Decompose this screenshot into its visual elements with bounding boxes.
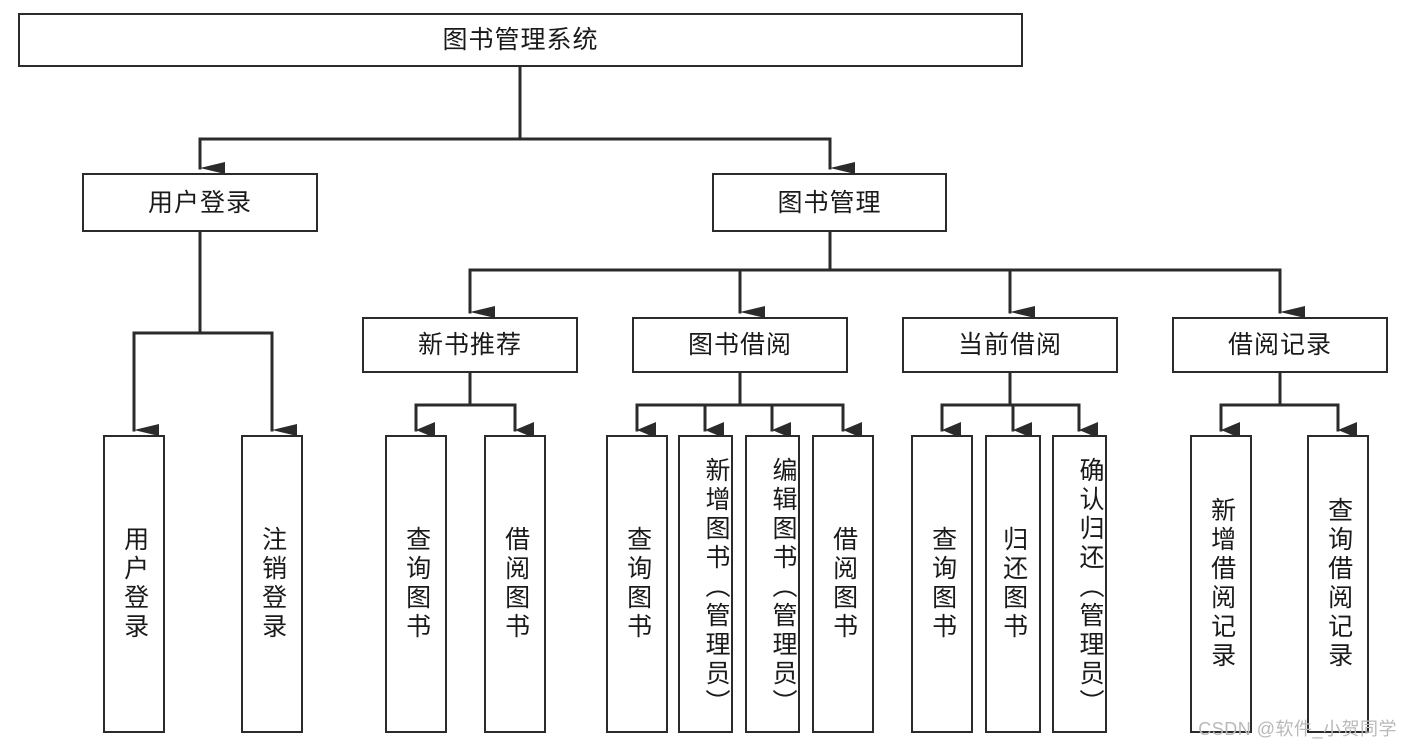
node-leaf-query-borrow-record[interactable]: 查询借阅记录 bbox=[1307, 435, 1369, 733]
node-book-management[interactable]: 图书管理 bbox=[712, 173, 947, 232]
node-leaf-query-book-borrow[interactable]: 查询图书 bbox=[606, 435, 668, 733]
node-new-book-recommend[interactable]: 新书推荐 bbox=[362, 317, 578, 373]
node-leaf-add-book-admin[interactable]: 新增图书（管理员） bbox=[678, 435, 733, 733]
node-leaf-edit-book-admin[interactable]: 编辑图书（管理员） bbox=[745, 435, 800, 733]
node-leaf-query-book-recommend[interactable]: 查询图书 bbox=[385, 435, 447, 733]
node-current-borrow-label: 当前借阅 bbox=[957, 331, 1062, 359]
node-leaf-borrow-book-label: 借阅图书 bbox=[829, 526, 858, 642]
node-leaf-confirm-return-admin[interactable]: 确认归还（管理员） bbox=[1052, 435, 1107, 733]
node-borrow-record[interactable]: 借阅记录 bbox=[1172, 317, 1388, 373]
node-leaf-borrow-book[interactable]: 借阅图书 bbox=[812, 435, 874, 733]
node-leaf-add-borrow-record-label: 新增借阅记录 bbox=[1207, 497, 1236, 671]
node-leaf-logout-login[interactable]: 注销登录 bbox=[241, 435, 303, 733]
node-book-management-label: 图书管理 bbox=[777, 188, 882, 217]
node-leaf-borrow-book-recommend[interactable]: 借阅图书 bbox=[484, 435, 546, 733]
node-leaf-add-book-admin-label: 新增图书（管理员） bbox=[702, 456, 730, 718]
node-leaf-borrow-book-recommend-label: 借阅图书 bbox=[501, 526, 530, 642]
node-leaf-edit-book-admin-label: 编辑图书（管理员） bbox=[769, 456, 797, 718]
node-book-borrow[interactable]: 图书借阅 bbox=[632, 317, 848, 373]
node-leaf-query-book-borrow-label: 查询图书 bbox=[623, 526, 652, 642]
node-user-login[interactable]: 用户登录 bbox=[82, 173, 318, 232]
node-user-login-label: 用户登录 bbox=[147, 188, 252, 217]
node-leaf-logout-login-label: 注销登录 bbox=[258, 526, 287, 642]
node-leaf-query-book-recommend-label: 查询图书 bbox=[402, 526, 431, 642]
node-root[interactable]: 图书管理系统 bbox=[18, 13, 1023, 67]
csdn-watermark: CSDN @软件_小贺同学 bbox=[1198, 719, 1397, 739]
node-leaf-user-login-label: 用户登录 bbox=[120, 526, 149, 642]
node-book-borrow-label: 图书借阅 bbox=[687, 331, 792, 359]
node-leaf-add-borrow-record[interactable]: 新增借阅记录 bbox=[1190, 435, 1252, 733]
node-borrow-record-label: 借阅记录 bbox=[1227, 331, 1332, 359]
node-leaf-return-book[interactable]: 归还图书 bbox=[985, 435, 1041, 733]
node-leaf-return-book-label: 归还图书 bbox=[999, 526, 1028, 642]
node-current-borrow[interactable]: 当前借阅 bbox=[902, 317, 1118, 373]
node-leaf-query-book-current-label: 查询图书 bbox=[928, 526, 957, 642]
node-leaf-confirm-return-admin-label: 确认归还（管理员） bbox=[1076, 456, 1104, 718]
node-leaf-user-login[interactable]: 用户登录 bbox=[103, 435, 165, 733]
node-new-book-recommend-label: 新书推荐 bbox=[417, 331, 522, 359]
node-root-label: 图书管理系统 bbox=[442, 26, 599, 54]
node-leaf-query-borrow-record-label: 查询借阅记录 bbox=[1324, 497, 1353, 671]
node-leaf-query-book-current[interactable]: 查询图书 bbox=[911, 435, 973, 733]
